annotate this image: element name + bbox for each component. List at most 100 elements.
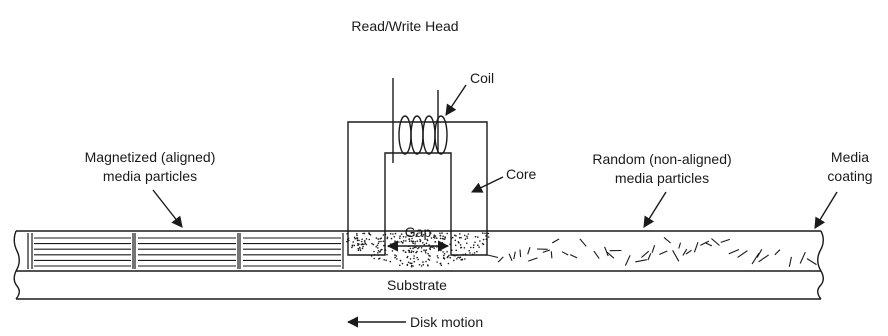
field-dot xyxy=(409,247,412,250)
field-dot xyxy=(456,258,458,260)
random-particle xyxy=(678,242,682,249)
field-dot xyxy=(409,262,412,265)
random-particle xyxy=(693,242,699,253)
field-dot xyxy=(410,251,413,254)
field-dot xyxy=(364,241,366,243)
field-dot xyxy=(404,251,407,253)
field-dot xyxy=(378,240,380,243)
random-particle xyxy=(528,257,538,262)
field-dot xyxy=(449,243,451,245)
field-dot xyxy=(411,262,413,265)
field-dot xyxy=(427,264,429,267)
field-dot xyxy=(353,244,356,247)
field-dot xyxy=(364,242,367,245)
random-particle xyxy=(641,250,650,258)
field-dot xyxy=(439,262,442,265)
field-dot xyxy=(422,234,425,236)
field-dot xyxy=(402,236,405,238)
field-dot xyxy=(455,235,457,237)
gap-label: Gap xyxy=(405,224,432,240)
field-dot xyxy=(351,246,353,249)
field-dot xyxy=(476,250,478,253)
random-particle xyxy=(513,251,516,260)
field-dot xyxy=(386,237,389,240)
media-coating-layer xyxy=(13,230,824,272)
field-dot xyxy=(362,245,364,248)
field-dot xyxy=(389,260,392,263)
random-label-line1: Random (non-aligned) xyxy=(592,151,731,167)
random-particle xyxy=(728,248,740,255)
random-particle xyxy=(527,247,531,255)
field-dot xyxy=(379,257,381,260)
field-dot xyxy=(353,236,356,239)
field-dot xyxy=(384,233,387,236)
magnetized-label-line2: media particles xyxy=(103,168,197,184)
field-dot xyxy=(410,266,413,268)
field-dot xyxy=(380,249,382,251)
field-dot xyxy=(413,255,415,257)
field-dot xyxy=(470,246,472,249)
field-dot xyxy=(416,240,419,242)
field-dot xyxy=(361,247,364,250)
field-dot xyxy=(474,241,476,244)
field-dot xyxy=(399,237,401,239)
field-dot xyxy=(453,259,455,262)
field-dot xyxy=(371,242,373,245)
field-dot xyxy=(459,244,462,246)
field-dot xyxy=(424,252,427,254)
field-dot xyxy=(460,236,462,239)
field-dot xyxy=(395,244,397,247)
field-dot xyxy=(356,237,358,239)
field-dot xyxy=(485,235,487,237)
field-dot xyxy=(394,246,396,249)
field-dot xyxy=(379,251,381,253)
random-arrow xyxy=(643,191,667,228)
field-dot xyxy=(433,234,436,236)
random-particle xyxy=(799,251,806,264)
field-dot xyxy=(361,238,363,241)
random-particle xyxy=(663,236,671,244)
field-dot xyxy=(419,238,421,241)
field-dot xyxy=(444,236,446,238)
random-particle xyxy=(569,254,578,259)
field-dot xyxy=(408,240,411,242)
field-dot xyxy=(365,243,368,246)
disk-motion-label: Disk motion xyxy=(410,314,483,330)
field-dot xyxy=(398,241,400,243)
field-dot xyxy=(395,255,398,257)
field-dot xyxy=(415,234,418,236)
field-dot xyxy=(375,246,378,248)
random-particle xyxy=(737,250,748,258)
random-particle xyxy=(788,256,792,268)
field-dot xyxy=(415,246,417,249)
field-dot xyxy=(394,256,396,259)
field-dot xyxy=(486,232,488,234)
field-dot xyxy=(373,253,376,256)
field-dot xyxy=(392,233,394,235)
coating-label-line1: Media xyxy=(831,149,869,165)
field-dot xyxy=(464,238,467,240)
field-dot xyxy=(392,243,395,246)
field-dot xyxy=(401,262,404,265)
field-dot xyxy=(410,240,413,242)
substrate-layer xyxy=(13,270,824,300)
field-dot xyxy=(380,237,383,239)
field-dot xyxy=(377,254,380,256)
field-dot xyxy=(385,259,388,262)
field-dot xyxy=(382,240,385,243)
field-dot xyxy=(407,261,410,264)
field-dot xyxy=(436,261,438,263)
field-dot xyxy=(356,239,359,242)
field-dot xyxy=(425,242,428,245)
field-dot xyxy=(423,243,426,246)
random-particle xyxy=(806,258,817,266)
field-dot xyxy=(394,240,396,242)
field-dot xyxy=(416,250,418,253)
field-dot xyxy=(400,240,403,243)
field-dot xyxy=(405,236,407,238)
field-dot xyxy=(471,253,474,256)
field-dot xyxy=(346,238,349,241)
field-dot xyxy=(442,251,444,253)
field-dot xyxy=(432,236,435,238)
